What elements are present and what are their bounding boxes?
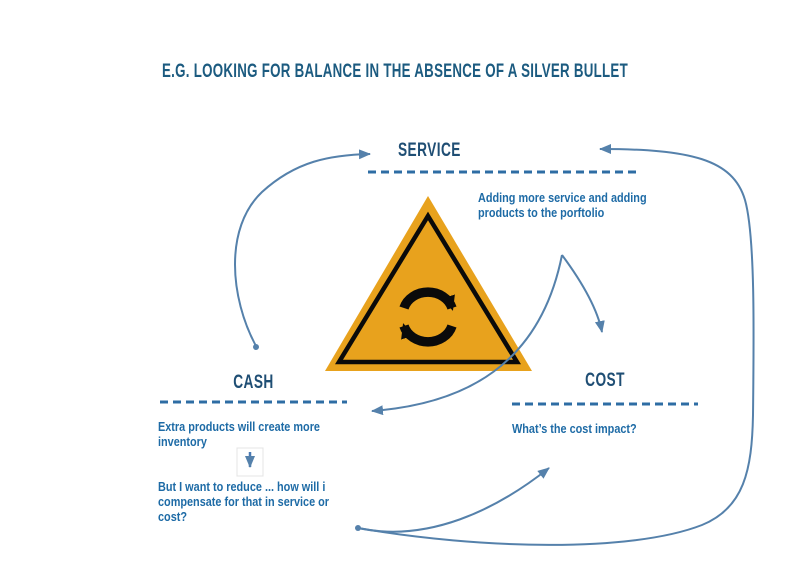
node-label-cash: CASH [233, 372, 274, 393]
arrow-start-dot-reduce [355, 525, 361, 531]
arrow-start-dot-cash [253, 344, 259, 350]
down-arrow-icon [236, 447, 264, 477]
service-note: Adding more service and adding products … [478, 191, 647, 220]
node-label-service: SERVICE [398, 140, 461, 161]
cycle-arrows-icon [399, 287, 457, 347]
cash-note-top: Extra products will create more inventor… [158, 420, 320, 449]
page-title: E.G. LOOKING FOR BALANCE IN THE ABSENCE … [162, 61, 628, 82]
triangle-inner-border [334, 211, 522, 365]
arrow-loop-to-service [357, 144, 755, 546]
triangle-outer [325, 196, 532, 371]
arrow-peak-to-cost [561, 254, 605, 333]
cash-note-bottom: But I want to reduce ... how will i comp… [158, 480, 330, 524]
node-label-cost: COST [585, 370, 625, 391]
cost-note: What’s the cost impact? [512, 422, 637, 436]
warning-triangle-icon [325, 196, 532, 371]
arrow-cash-to-service [234, 149, 371, 347]
arrow-reduce-to-cost [357, 467, 550, 533]
arrow-peak-to-cash [371, 254, 563, 416]
